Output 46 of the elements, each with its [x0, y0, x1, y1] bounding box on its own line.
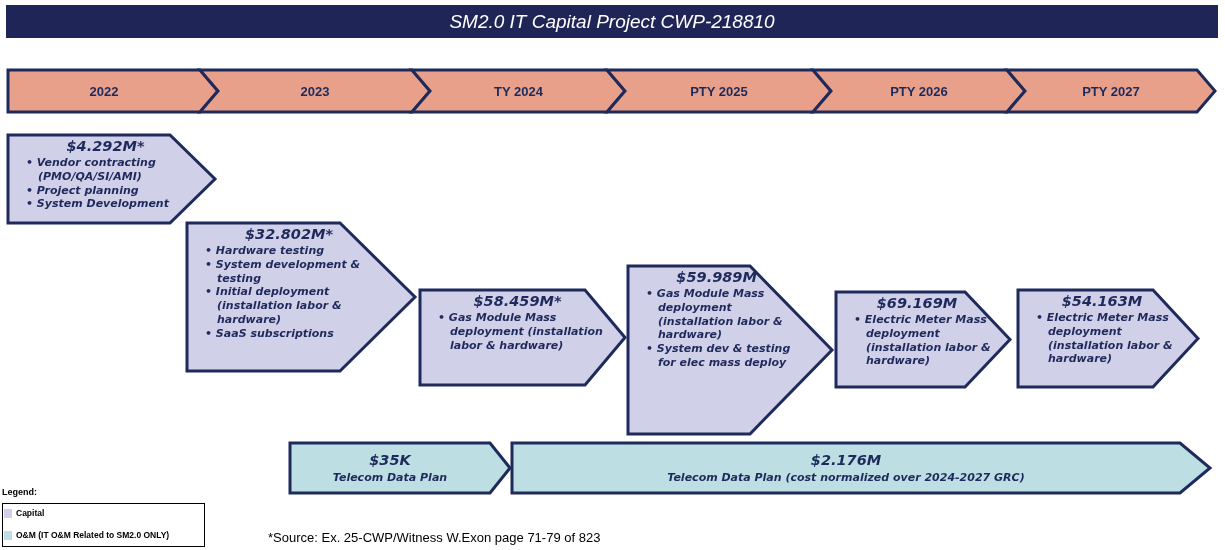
- bullet-item: • Electric Meter Mass deployment (installation labor & hardware): [854, 313, 992, 368]
- legend-label: O&M (IT O&M Related to SM2.0 ONLY): [16, 530, 170, 540]
- cost-amount: $59.989M: [675, 269, 758, 285]
- bullet-item: • Gas Module Mass deployment (installation labor & hardware): [646, 287, 784, 342]
- cost-amount: $54.163M: [1060, 293, 1144, 309]
- capital-cost-panel: [628, 266, 832, 434]
- capital-cost-panel: [1018, 290, 1198, 387]
- title: SM2.0 IT Capital Project CWP-218810: [448, 11, 776, 33]
- bullet-item: • System Development: [26, 197, 171, 211]
- year-banner: [200, 70, 430, 112]
- bullet-item: • Electric Meter Mass deployment (installation labor & hardware): [1036, 311, 1174, 366]
- year-label: TY 2024: [494, 83, 543, 99]
- bullet-item: • Gas Module Mass deployment (installation labor & hardware): [438, 311, 604, 353]
- cost-description: Telecom Data Plan: [332, 471, 448, 484]
- capital-cost-panel: [187, 223, 415, 371]
- capital-cost-panel: [836, 292, 1010, 387]
- legend-title: Legend:: [2, 487, 37, 497]
- year-label: PTY 2025: [690, 83, 748, 99]
- year-banner: [8, 70, 218, 112]
- cost-amount: $69.169M: [875, 295, 959, 311]
- cost-amount: $32.802M*: [243, 226, 335, 242]
- year-label: PTY 2027: [1082, 83, 1140, 99]
- cost-amount: $58.459M*: [472, 293, 563, 309]
- capital-cost-panel: [8, 135, 215, 223]
- year-label: PTY 2026: [890, 83, 948, 99]
- year-banner: [412, 70, 625, 112]
- bullet-item: • System development & testing: [205, 257, 362, 286]
- year-banner: [813, 70, 1025, 112]
- cost-amount: $35K: [369, 452, 411, 468]
- bullet-item: • Project planning: [26, 183, 140, 198]
- cost-description: Telecom Data Plan (cost normalized over 2024-2027 GRC): [667, 471, 1025, 484]
- year-banner: [1007, 70, 1215, 112]
- year-banner: [607, 70, 831, 112]
- om-cost-panel: [290, 443, 510, 493]
- year-label: 2023: [300, 83, 330, 99]
- bullet-item: • Hardware testing: [205, 244, 326, 258]
- bullet-item: • System dev & testing for elec mass deploy: [646, 342, 792, 370]
- capital-cost-panel: [420, 290, 625, 385]
- cost-amount: $4.292M*: [65, 138, 146, 154]
- bullet-item: • Initial deployment (installation labor & hardware): [205, 285, 343, 327]
- year-label: 2022: [89, 83, 119, 99]
- legend-label: Capital: [16, 508, 45, 518]
- bullet-item: • Vendor contracting (PMO/QA/SI/AMI): [26, 156, 157, 184]
- bullet-item: • SaaS subscriptions: [205, 326, 335, 341]
- cost-amount: $2.176M: [810, 452, 882, 468]
- source-note: *Source: Ex. 25-CWP/Witness W.Exon page 71-79 of 823: [268, 530, 601, 545]
